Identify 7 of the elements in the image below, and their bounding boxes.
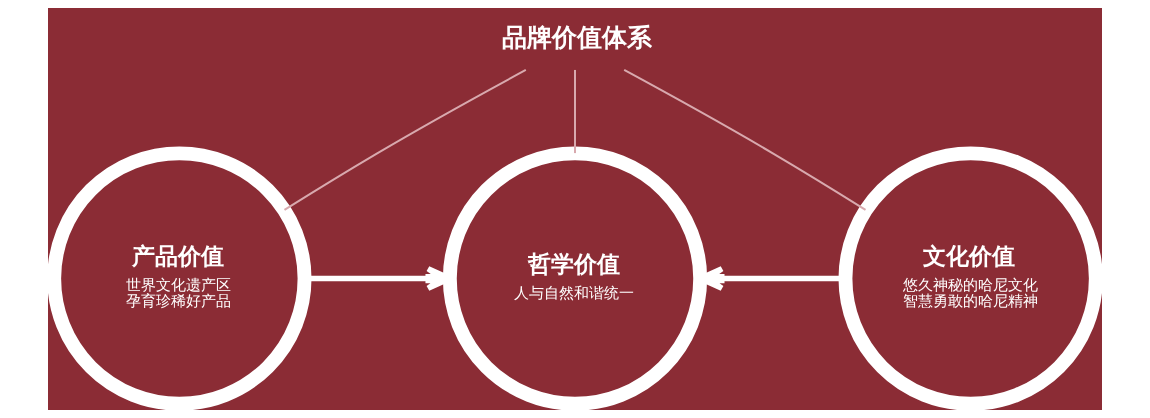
connector bbox=[574, 69, 576, 154]
node-circle: 哲学价值 人与自然和谐统一 bbox=[442, 146, 708, 410]
connector bbox=[283, 69, 527, 211]
node-text: 品牌价值体系 bbox=[501, 23, 652, 53]
connector bbox=[623, 69, 867, 211]
node-circle: 文化价值 悠久神秘的哈尼文化 智慧勇敢的哈尼精神 bbox=[838, 146, 1102, 410]
node-circle: 产品价值 世界文化遗产区 孕育珍稀好产品 bbox=[48, 146, 312, 410]
